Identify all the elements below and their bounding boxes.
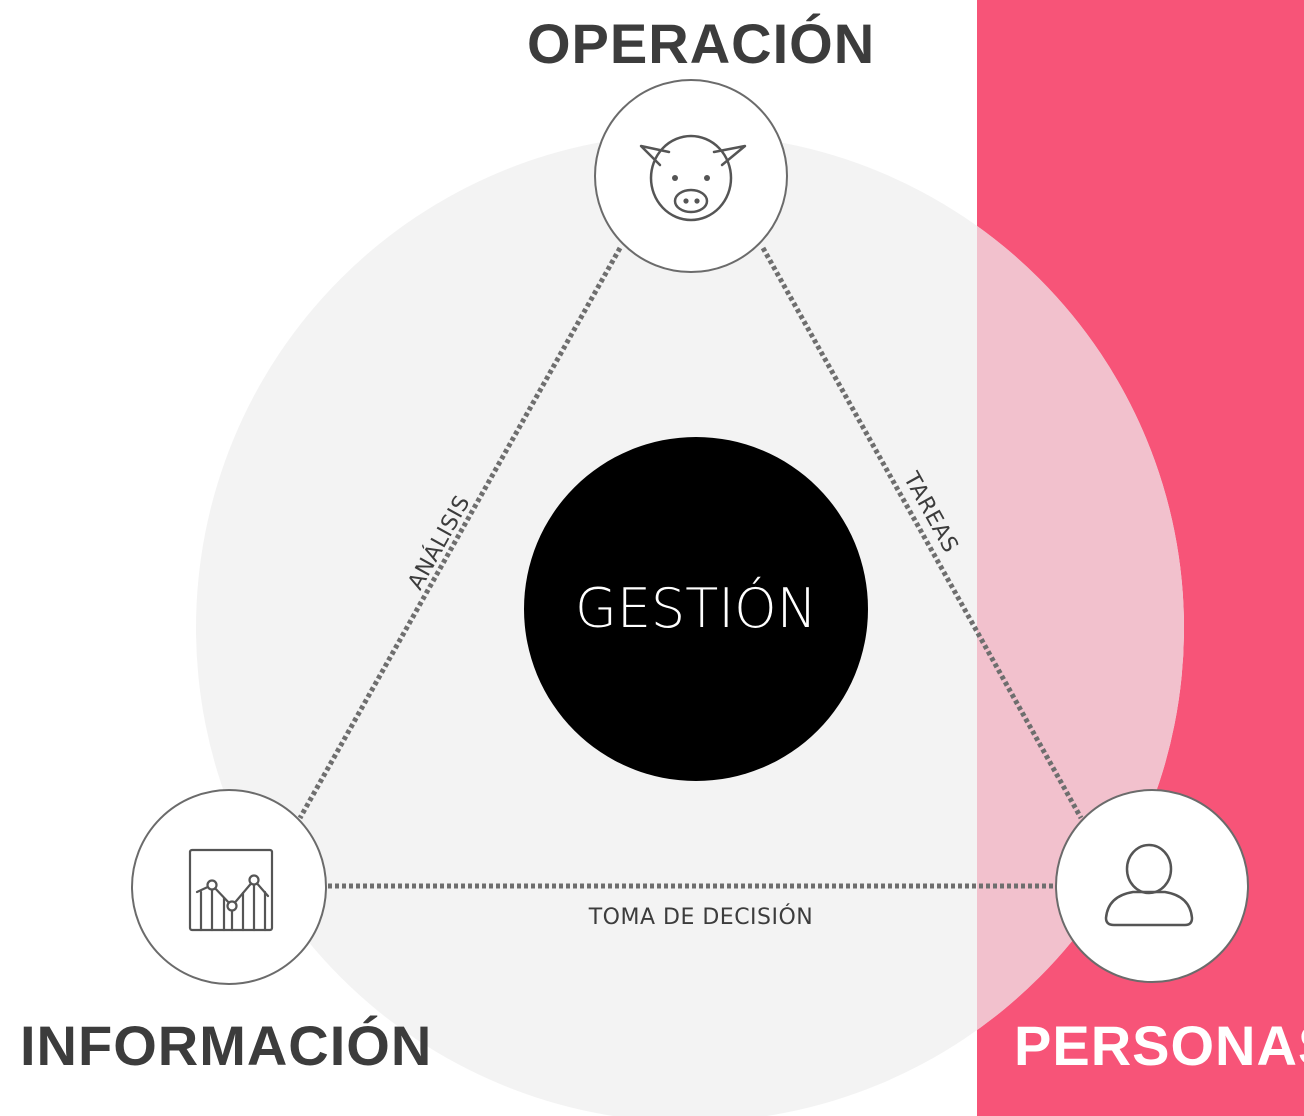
chart-icon [188, 848, 274, 932]
edge-left-line [297, 246, 623, 820]
edge-right-line [760, 246, 1084, 820]
label-operacion: OPERACIÓN [527, 12, 876, 75]
pig-icon [639, 134, 747, 222]
label-personas: PERSONAS [1014, 1014, 1304, 1077]
label-informacion: INFORMACIÓN [20, 1014, 433, 1077]
center-label: GESTIÓN [575, 577, 817, 640]
node-informacion [131, 789, 327, 985]
node-personas [1055, 789, 1249, 983]
edge-label-toma-de-decision: TOMA DE DECISIÓN [588, 904, 814, 930]
node-operacion [594, 79, 788, 273]
person-icon [1104, 843, 1194, 927]
center-circle [524, 437, 868, 781]
